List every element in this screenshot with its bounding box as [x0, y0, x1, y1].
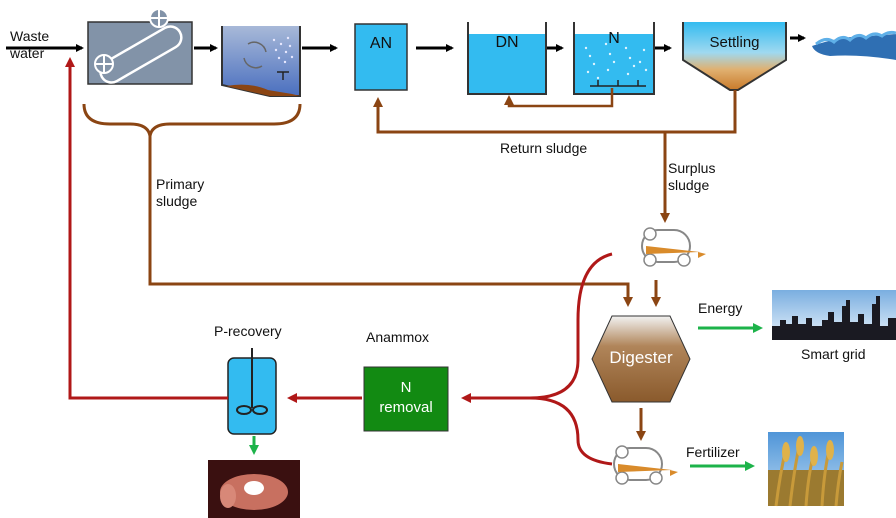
- surplus-sludge-label-line1: Surplus: [668, 160, 716, 176]
- an-label: AN: [369, 35, 393, 52]
- surplus-sludge-label: Surplus sludge: [668, 160, 715, 194]
- dn-label: DN: [495, 34, 519, 51]
- settling-label: Settling: [709, 34, 760, 51]
- return-sludge-arrow: [373, 90, 737, 134]
- digester: [591, 315, 691, 403]
- n-removal-label-line1: N: [400, 379, 412, 396]
- primary-clarifier: [221, 26, 301, 97]
- tank-an: [354, 23, 408, 91]
- sludge-dewatering: [613, 445, 678, 485]
- internal-recycle-arrow: [504, 88, 614, 108]
- struvite-hand-image: [208, 460, 300, 518]
- return-sludge-label: Return sludge: [500, 140, 588, 156]
- smart-grid-label: Smart grid: [801, 346, 866, 362]
- waste-water-label-line1: Waste: [10, 28, 50, 44]
- main-flow-arrows: [6, 34, 806, 52]
- waste-water-label-line2: water: [10, 45, 45, 61]
- fertilizer-label: Fertilizer: [686, 444, 740, 460]
- bar-screen-unit: [87, 8, 193, 85]
- reject-water-lines: [461, 252, 613, 466]
- n-label: N: [608, 30, 620, 47]
- energy-label: Energy: [698, 300, 743, 316]
- crop-field-image: [768, 432, 844, 507]
- smart-grid-image: [772, 290, 896, 340]
- p-recovery-reactor: [227, 348, 277, 435]
- sludge-thickener: [641, 227, 706, 267]
- river-outlet: [812, 30, 896, 60]
- waste-water-label: Waste water: [10, 28, 49, 62]
- settling-tank: [682, 22, 787, 91]
- surplus-sludge-label-line2: sludge: [668, 177, 710, 193]
- anammox-n-removal-box: [363, 366, 449, 432]
- return-to-influent-line: [65, 57, 228, 400]
- n-removal-label-line2: removal: [379, 399, 433, 416]
- digester-label: Digester: [609, 348, 673, 367]
- anammox-label: Anammox: [366, 329, 430, 345]
- p-recovery-label: P-recovery: [214, 323, 282, 339]
- primary-sludge-label: Primary sludge: [156, 176, 204, 210]
- primary-sludge-line: [82, 103, 633, 307]
- tank-dn: [467, 22, 547, 95]
- primary-sludge-label-line1: Primary: [156, 176, 205, 192]
- tank-n: [573, 22, 655, 95]
- primary-sludge-label-line2: sludge: [156, 193, 198, 209]
- n-removal-label: N removal: [364, 378, 448, 418]
